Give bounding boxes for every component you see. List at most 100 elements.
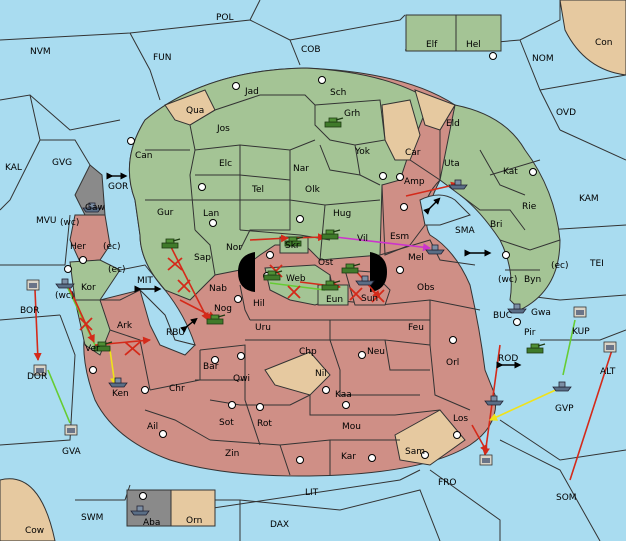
region-sam[interactable] [394, 409, 466, 466]
label-ark: Ark [117, 321, 133, 331]
label-lit: LIT [305, 488, 319, 498]
label-alt: ALT [600, 367, 616, 377]
label-can: Can [135, 151, 153, 161]
label-gor: GOR [108, 182, 128, 192]
label-ec1: (ec) [103, 242, 121, 252]
label-elf: Elf [426, 40, 438, 50]
label-her: Her [70, 242, 86, 252]
label-mvu: MVU [36, 216, 57, 226]
label-ver: Ver [85, 344, 100, 354]
label-gvp: GVP [555, 404, 574, 414]
label-tei: TEI [589, 259, 604, 269]
label-esm: Esm [390, 232, 409, 242]
region-nil[interactable] [264, 351, 331, 396]
label-hel: Hel [466, 40, 481, 50]
sea-links [106, 172, 522, 369]
label-kor: Kor [81, 283, 96, 293]
label-los: Los [453, 414, 468, 424]
region-elf[interactable] [405, 14, 457, 52]
label-cow: Cow [25, 526, 44, 536]
label-mit: MIT [137, 276, 153, 286]
label-wc3: (wc) [55, 291, 74, 301]
label-som: SOM [556, 493, 577, 503]
label-ken: Ken [112, 389, 129, 399]
label-ost: Ost [318, 258, 334, 268]
label-sch: Sch [330, 88, 346, 98]
label-nog: Nog [214, 304, 232, 314]
label-mel: Mel [408, 253, 424, 263]
label-wc1: (wc) [60, 218, 79, 228]
label-bor: BOR [20, 306, 39, 316]
label-sam: Sam [405, 447, 425, 457]
region-hel[interactable] [455, 14, 502, 52]
label-qua: Qua [186, 106, 204, 116]
label-nom: NOM [532, 54, 554, 64]
label-jad: Jad [244, 87, 259, 97]
label-rod: ROD [498, 354, 518, 364]
label-dax: DAX [270, 520, 289, 530]
label-kar: Kar [341, 452, 356, 462]
region-orn[interactable] [170, 489, 216, 527]
territory-borders [100, 94, 561, 476]
label-ec3: (ec) [108, 265, 126, 275]
flag-gva [64, 424, 78, 436]
label-vil: Vil [357, 234, 368, 244]
label-hug: Hug [333, 209, 351, 219]
label-jos: Jos [216, 124, 230, 134]
region-aba[interactable] [126, 489, 172, 527]
label-pir: Pir [524, 328, 536, 338]
flag-kup [573, 306, 587, 318]
label-eld: Eld [446, 119, 460, 129]
flag-fro [479, 454, 493, 466]
label-qwi: Qwi [233, 374, 250, 384]
label-dor: DOR [27, 372, 47, 382]
tunnel-east [370, 252, 387, 292]
label-chp: Chp [299, 347, 317, 357]
label-rie: Rie [522, 202, 537, 212]
order-arrows [33, 181, 613, 481]
label-gva: GVA [62, 447, 82, 457]
label-hil: Hil [253, 299, 265, 309]
label-fun: FUN [153, 53, 172, 63]
supply-centres [64, 52, 537, 500]
label-bar: Bar [203, 362, 219, 372]
flag-bor [26, 279, 40, 291]
label-kat: Kat [503, 167, 518, 177]
label-gvg: GVG [52, 158, 72, 168]
label-olk: Olk [305, 185, 321, 195]
label-swm: SWM [81, 513, 103, 523]
label-pol: POL [216, 13, 234, 23]
label-feu: Feu [408, 323, 424, 333]
label-amp: Amp [404, 177, 425, 187]
flag-alt [603, 341, 617, 353]
label-nor: Nor [226, 243, 242, 253]
label-orn: Orn [186, 516, 202, 526]
tunnel-west [238, 252, 255, 292]
label-buc: BUC [493, 311, 512, 321]
label-neu: Neu [367, 347, 385, 357]
label-rot: Rot [257, 419, 272, 429]
label-kal: KAL [5, 163, 22, 173]
region-eld[interactable] [414, 89, 456, 131]
label-gaw: Gaw [85, 203, 105, 213]
label-byn: Byn [524, 275, 541, 285]
label-ec2: (ec) [551, 261, 569, 271]
label-tel: Tel [251, 185, 264, 195]
label-eun: Eun [326, 295, 343, 305]
label-kam: KAM [579, 194, 599, 204]
label-uta: Uta [444, 159, 460, 169]
label-sma: SMA [455, 226, 475, 236]
label-ovd: OVD [556, 108, 576, 118]
label-cob: COB [301, 45, 321, 55]
label-nab: Nab [209, 284, 227, 294]
label-yok: Yok [354, 147, 371, 157]
label-web: Web [286, 274, 306, 284]
label-ail: Ail [147, 422, 158, 432]
label-car: Car [405, 148, 421, 158]
label-nvm: NVM [30, 47, 51, 57]
label-obs: Obs [417, 283, 435, 293]
region-kor[interactable] [69, 259, 121, 301]
